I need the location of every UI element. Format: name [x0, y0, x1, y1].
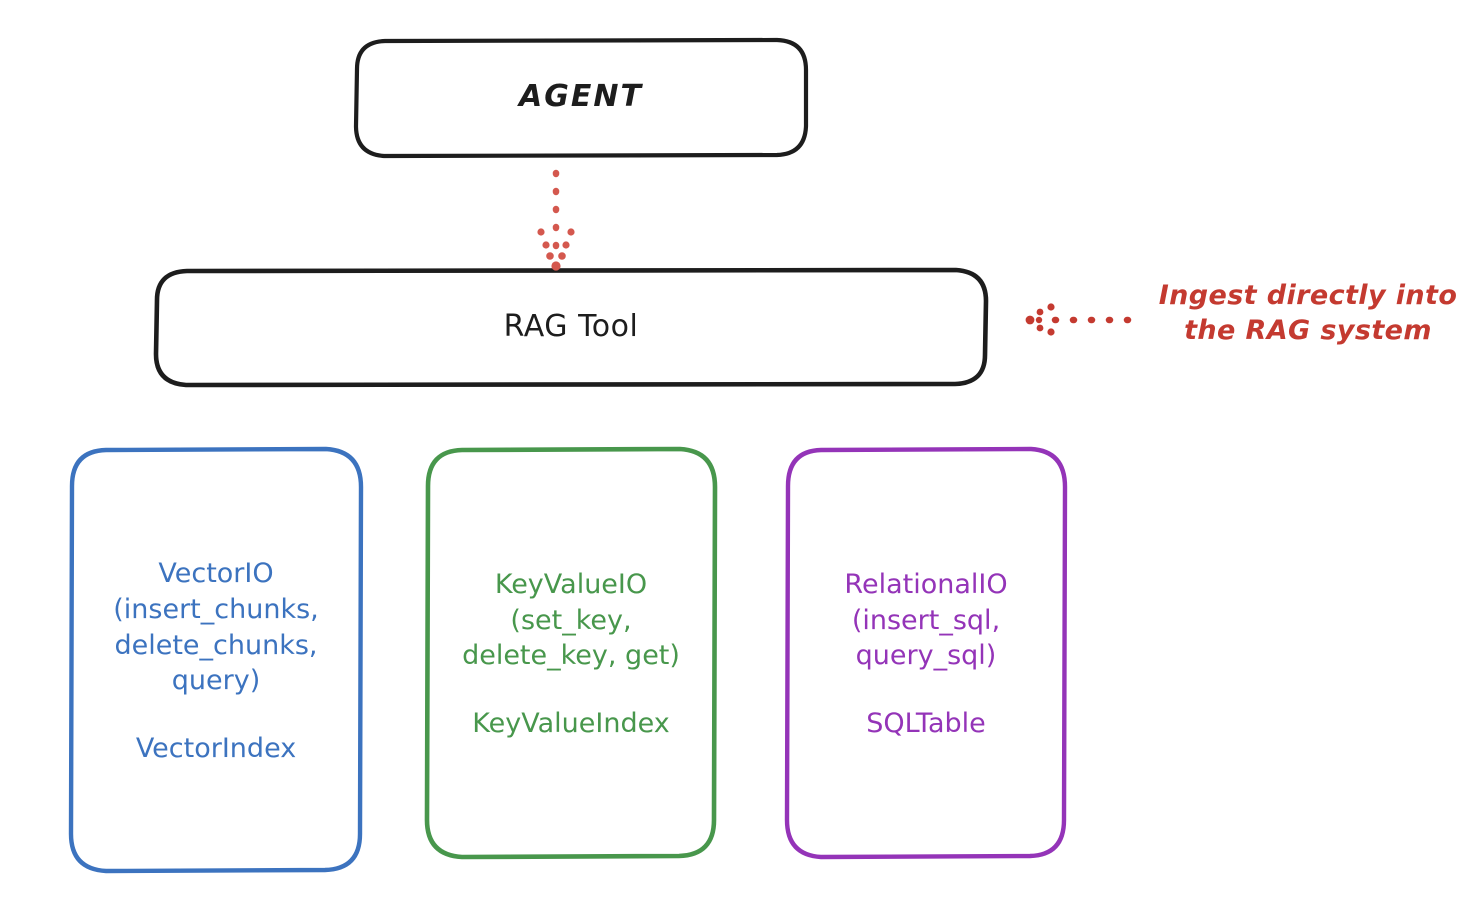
node-vector-io[interactable]: VectorIO (insert_chunks, delete_chunks, … [70, 448, 362, 872]
node-agent-label: AGENT [519, 79, 643, 115]
node-relational-io[interactable]: RelationalIO (insert_sql, query_sql) SQL… [786, 448, 1066, 858]
relational-io-box-outline [784, 446, 1068, 860]
rag-tool-box-outline [153, 267, 989, 388]
node-vector-io-label: VectorIO (insert_chunks, delete_chunks, … [113, 558, 319, 697]
agent-to-rag-connector [537, 169, 575, 271]
node-relational-io-label: RelationalIO (insert_sql, query_sql) [844, 569, 1008, 672]
ingest-annotation-text: Ingest directly into the RAG system [1158, 280, 1458, 347]
node-rag-tool-label: RAG Tool [503, 309, 639, 345]
vector-io-box-outline [68, 446, 364, 874]
agent-box-outline [353, 37, 809, 159]
node-rag-tool[interactable]: RAG Tool [155, 270, 987, 385]
node-agent[interactable]: AGENT [355, 40, 807, 155]
node-key-value-io-label: KeyValueIO (set_key, delete_key, get) [462, 569, 680, 672]
node-vector-io-sublabel: VectorIndex [135, 732, 297, 764]
node-key-value-io-sublabel: KeyValueIndex [472, 707, 670, 739]
node-relational-io-sublabel: SQLTable [866, 707, 986, 739]
node-key-value-io[interactable]: KeyValueIO (set_key, delete_key, get) Ke… [426, 448, 716, 858]
key-value-io-box-outline [424, 446, 718, 860]
ingest-arrow-connector [1025, 303, 1132, 336]
